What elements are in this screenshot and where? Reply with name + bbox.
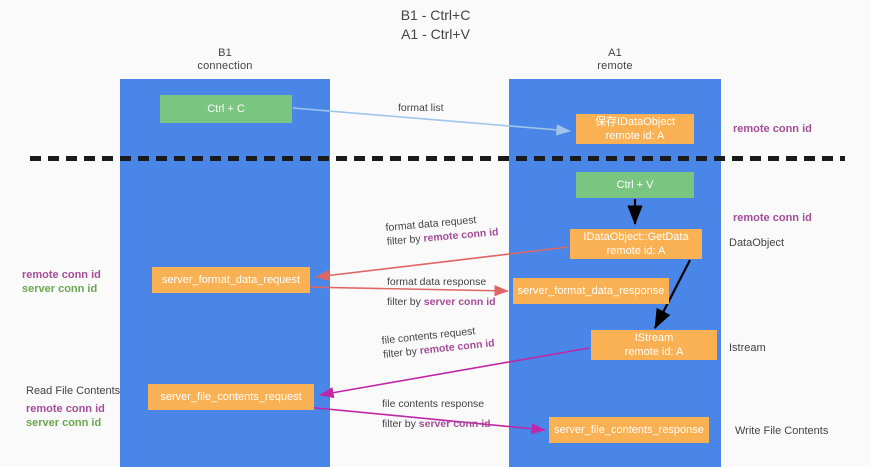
annotation-left-bottom-remote: remote conn id — [26, 403, 105, 415]
annotation-left-mid-remote: remote conn id — [22, 269, 101, 281]
annotation-remote-conn-id-mid: remote conn id — [733, 212, 812, 224]
edge-label-format-list-text: format list — [398, 102, 444, 114]
lane-b1-name: B1 — [218, 47, 232, 59]
node-istream-subtitle: remote id: A — [624, 346, 684, 358]
annotation-istream: Istream — [729, 342, 766, 354]
node-server-format-data-response[interactable]: server_format_data_response — [513, 278, 669, 304]
annotation-remote-conn-id-top: remote conn id — [733, 123, 812, 135]
lane-header-b1: B1 connection — [120, 47, 330, 73]
edge-label-file-contents-request: file contents request filter by remote c… — [381, 322, 495, 362]
annotation-left-bottom-server: server conn id — [26, 417, 102, 429]
annotation-write-file-contents: Write File Contents — [735, 425, 829, 437]
node-getdata-subtitle: remote id: A — [606, 245, 666, 257]
edge-label-format-data-request-prefix: filter by — [386, 232, 424, 248]
node-server-file-contents-request[interactable]: server_file_contents_request — [148, 384, 314, 410]
node-save-idataobject[interactable]: 保存IDataObject remote id: A — [576, 114, 694, 144]
edge-label-file-contents-response-key: server conn id — [418, 418, 491, 430]
edge-label-format-data-response-key: server conn id — [423, 296, 496, 308]
title-line-2: A1 - Ctrl+V — [401, 26, 470, 42]
node-server-format-data-response-label: server_format_data_response — [517, 285, 665, 297]
annotation-dataobject: DataObject — [729, 237, 785, 249]
node-server-file-contents-response-label: server_file_contents_response — [554, 424, 704, 436]
node-ctrl-c[interactable]: Ctrl + C — [160, 95, 292, 123]
edge-label-file-contents-response-main: file contents response — [382, 398, 485, 410]
edge-label-format-data-response-prefix: filter by — [387, 296, 424, 308]
annotation-left-mid-server: server conn id — [22, 283, 98, 295]
node-server-file-contents-request-label: server_file_contents_request — [160, 391, 302, 403]
annotation-left-conn-ids-bottom: remote conn id server conn id — [26, 402, 105, 430]
node-getdata-title: IDataObject::GetData — [583, 231, 689, 243]
edge-label-file-contents-response-prefix: filter by — [382, 418, 419, 430]
lane-header-a1: A1 remote — [509, 47, 721, 73]
lane-a1-role: remote — [597, 60, 633, 72]
annotation-left-conn-ids-mid: remote conn id server conn id — [22, 268, 101, 296]
edge-label-file-contents-request-prefix: filter by — [382, 345, 421, 361]
node-ctrl-c-label: Ctrl + C — [207, 103, 245, 115]
edge-label-format-data-response-main: format data response — [387, 276, 487, 288]
node-istream-title: IStream — [634, 332, 674, 344]
edge-label-format-data-request: format data request filter by remote con… — [385, 211, 499, 249]
edge-label-format-data-response: format data response filter by server co… — [387, 275, 496, 309]
node-server-format-data-request-label: server_format_data_request — [161, 274, 301, 286]
node-idataobject-getdata[interactable]: IDataObject::GetData remote id: A — [570, 229, 702, 259]
node-server-format-data-request[interactable]: server_format_data_request — [152, 267, 310, 293]
node-save-idataobject-title: 保存IDataObject — [594, 116, 676, 128]
lane-b1-role: connection — [197, 60, 253, 72]
page-title: B1 - Ctrl+C A1 - Ctrl+V — [0, 6, 871, 44]
lane-a1-name: A1 — [608, 47, 622, 59]
node-save-idataobject-subtitle: remote id: A — [605, 130, 665, 142]
node-ctrl-v-label: Ctrl + V — [616, 179, 654, 191]
node-istream[interactable]: IStream remote id: A — [591, 330, 717, 360]
edge-label-format-list: format list — [398, 101, 444, 115]
phase-divider — [30, 156, 845, 161]
node-server-file-contents-response[interactable]: server_file_contents_response — [549, 417, 709, 443]
node-ctrl-v[interactable]: Ctrl + V — [576, 172, 694, 198]
title-line-1: B1 - Ctrl+C — [400, 7, 471, 23]
edge-label-file-contents-response: file contents response filter by server … — [382, 397, 491, 431]
annotation-read-file-contents: Read File Contents — [26, 385, 121, 397]
